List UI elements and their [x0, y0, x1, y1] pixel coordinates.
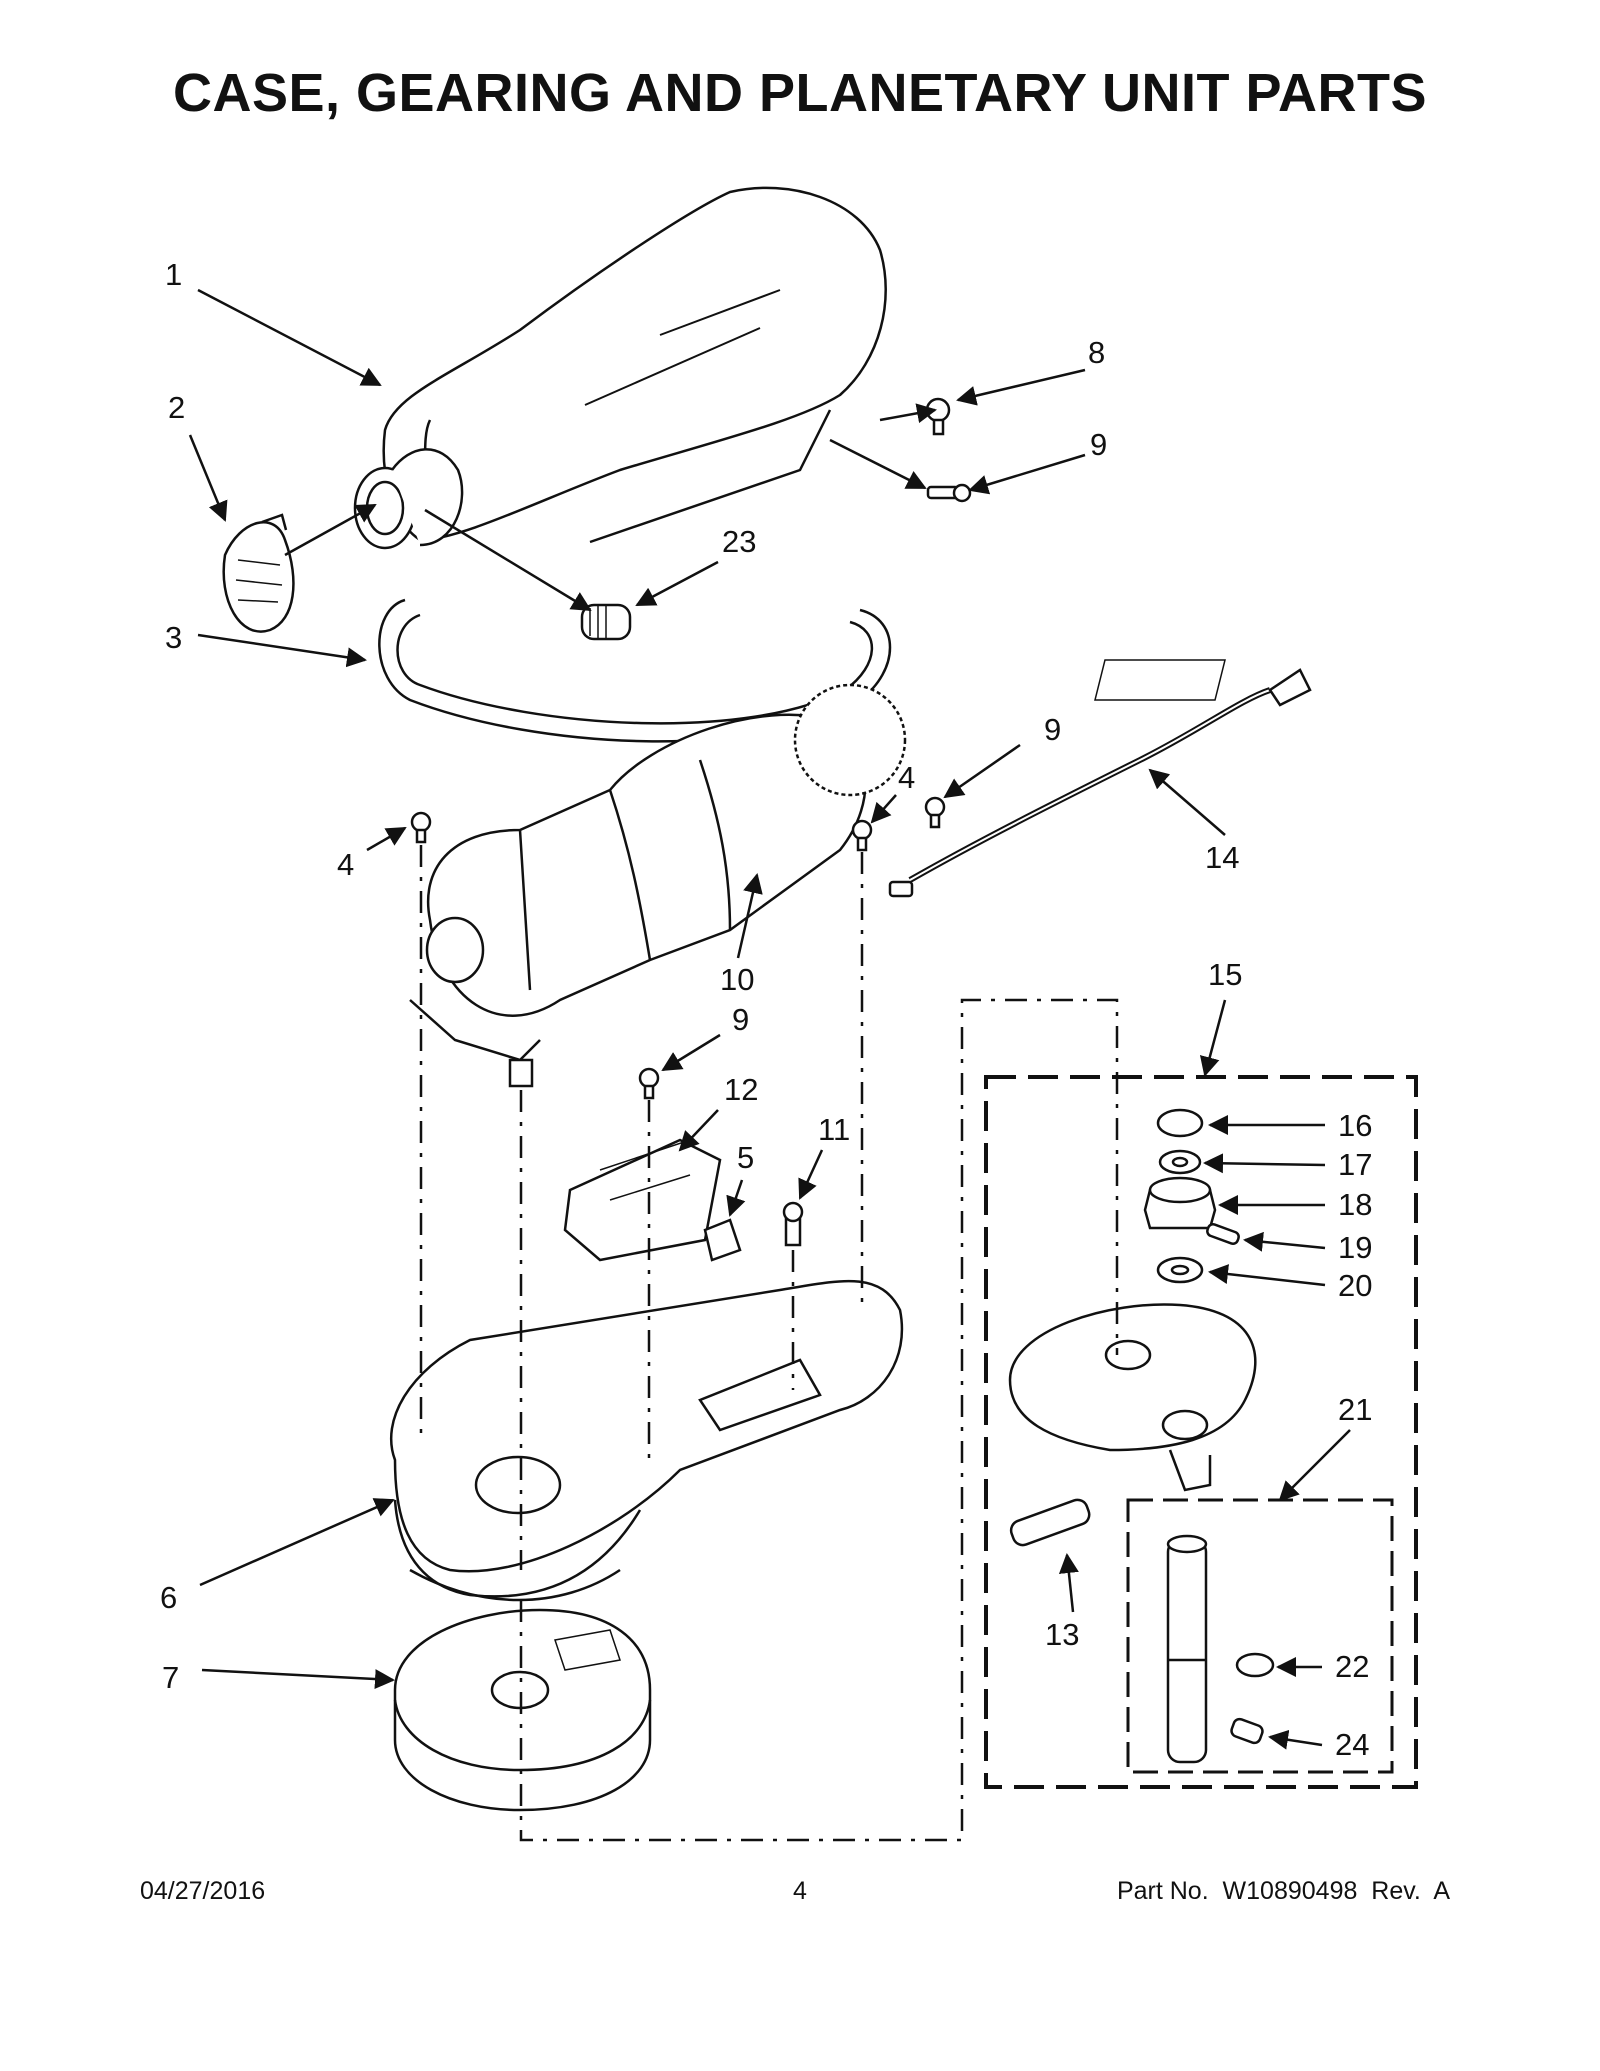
- leader-17: [1203, 1153, 1326, 1174]
- shaft-assembly-box: [1126, 1498, 1394, 1774]
- callout-21: 21: [1338, 1392, 1372, 1427]
- leader-4-right: [870, 794, 897, 824]
- callout-6: 6: [160, 1580, 177, 1615]
- callout-4-left: 4: [337, 847, 354, 882]
- hub-cover: [222, 521, 295, 633]
- leader-5: [726, 1179, 746, 1217]
- guide-pin-13: [1009, 1498, 1091, 1547]
- callout-4-right: 4: [898, 760, 915, 795]
- page-title: CASE, GEARING AND PLANETARY UNIT PARTS: [172, 63, 1428, 123]
- leader-19: [1243, 1231, 1326, 1252]
- callout-1: 1: [165, 257, 182, 292]
- callout-12: 12: [724, 1072, 758, 1107]
- planetary-assembly-box: [984, 1075, 1418, 1789]
- screw-4-right: [851, 819, 873, 841]
- callout-9-top: 9: [1090, 427, 1107, 462]
- callout-24: 24: [1335, 1727, 1369, 1762]
- leader-11: [798, 1149, 824, 1200]
- speed-switch: [703, 1218, 742, 1262]
- retaining-ring-22: [1235, 1652, 1275, 1678]
- callout-13: 13: [1045, 1617, 1079, 1652]
- leader-2: [188, 434, 228, 522]
- leader-4-left: [366, 826, 407, 852]
- leader-15: [1199, 999, 1227, 1077]
- trim-band: [378, 598, 892, 743]
- screw-9-mid: [924, 796, 946, 818]
- screw-9-board: [638, 1067, 660, 1089]
- callout-9-mid: 9: [1044, 712, 1061, 747]
- leader-23: [635, 560, 719, 607]
- callout-20: 20: [1338, 1268, 1372, 1303]
- leader-9-mid: [943, 743, 1021, 799]
- callout-22: 22: [1335, 1649, 1369, 1684]
- leader-13: [1058, 1553, 1079, 1613]
- leader-9-board: [661, 1033, 721, 1072]
- motor-fan: [793, 683, 907, 797]
- footer-date: 04/27/2016: [140, 1877, 266, 1905]
- callout-3: 3: [165, 620, 182, 655]
- control-board: [563, 1138, 722, 1262]
- leader-24: [1268, 1729, 1323, 1750]
- planetary-unit: [1008, 1303, 1257, 1452]
- leader-6: [199, 1498, 395, 1587]
- callout-23: 23: [722, 524, 756, 559]
- callout-2: 2: [168, 390, 185, 425]
- callout-14: 14: [1205, 840, 1239, 875]
- leader-10: [736, 873, 763, 959]
- callout-10: 10: [720, 962, 754, 997]
- callout-7: 7: [162, 1660, 179, 1695]
- leader-8: [956, 368, 1086, 406]
- screw-4-left: [410, 811, 432, 833]
- callout-5: 5: [737, 1140, 754, 1175]
- pin-19: [1206, 1223, 1240, 1245]
- footer-page-number: 4: [793, 1877, 807, 1905]
- leader-7: [201, 1668, 395, 1690]
- retaining-ring-16: [1156, 1108, 1204, 1138]
- callout-15: 15: [1208, 957, 1242, 992]
- gear-case: [389, 1279, 904, 1573]
- leader-3: [197, 633, 367, 668]
- leader-20: [1208, 1264, 1326, 1287]
- callout-8: 8: [1088, 335, 1105, 370]
- planetary-shaft: [1166, 1538, 1208, 1764]
- leader-1: [197, 288, 382, 387]
- leader-21: [1278, 1429, 1351, 1502]
- footer-part-number: Part No. W10890498 Rev. A: [1116, 1877, 1450, 1905]
- leader-9-top: [968, 453, 1086, 495]
- pin-24: [1230, 1717, 1264, 1745]
- callout-18: 18: [1338, 1187, 1372, 1222]
- callout-19: 19: [1338, 1230, 1372, 1265]
- callout-17: 17: [1338, 1147, 1372, 1182]
- callout-9-board: 9: [732, 1002, 749, 1037]
- leader-14: [1148, 768, 1226, 836]
- callout-11: 11: [818, 1112, 850, 1147]
- callout-16: 16: [1338, 1108, 1372, 1143]
- leader-12: [678, 1109, 719, 1152]
